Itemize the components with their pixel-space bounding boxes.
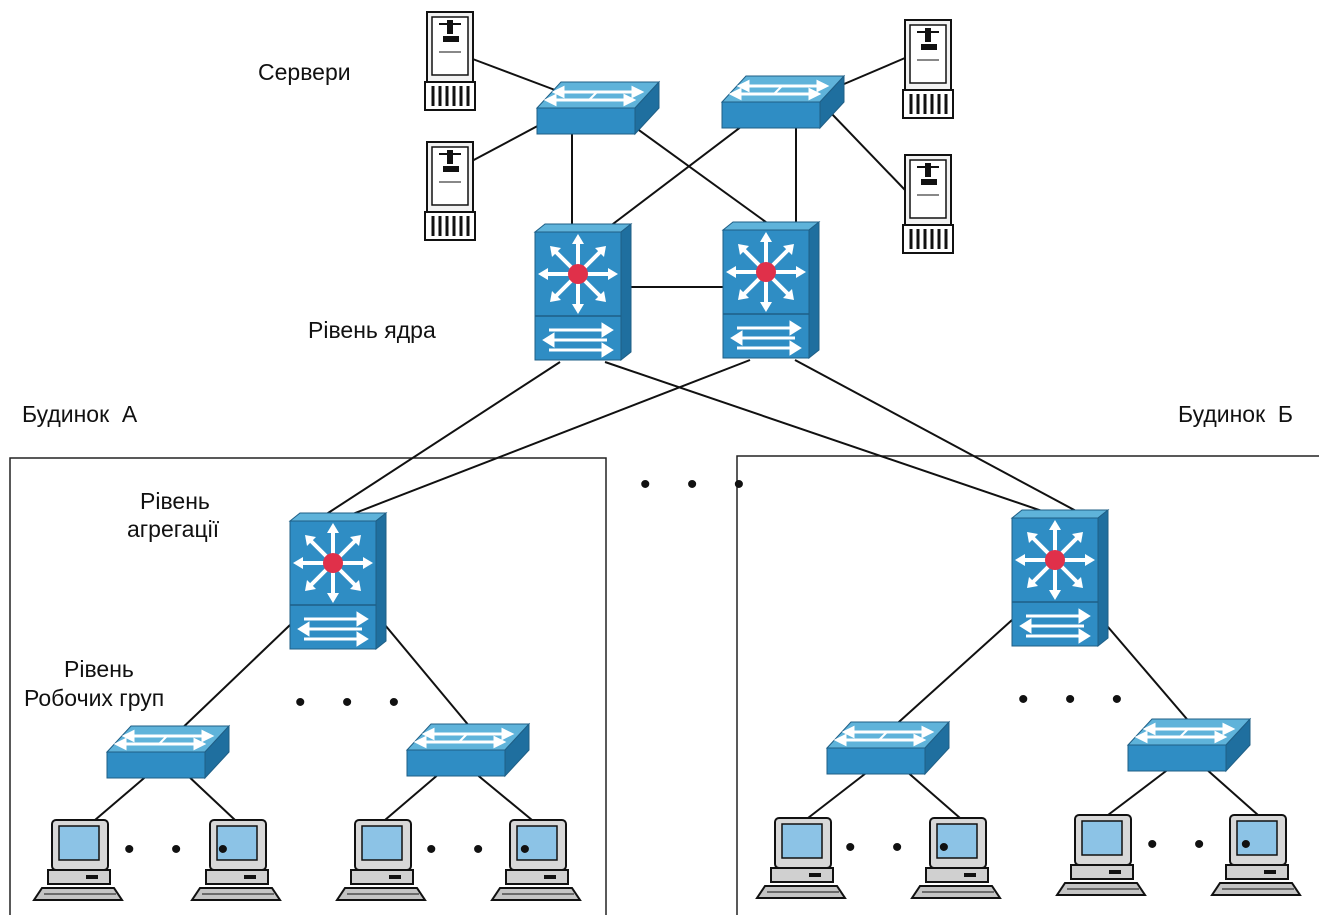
ellipsis-pcs-b2: • • • <box>1147 828 1266 861</box>
pc-icon <box>1056 814 1146 896</box>
pc-icon <box>336 819 426 901</box>
workgroup-switch-icon <box>405 722 531 778</box>
building-b-label: Будинок Б <box>1178 401 1294 427</box>
ellipsis-switches-a: • • • <box>295 686 414 719</box>
core-switch-icon <box>533 222 633 362</box>
server-icon <box>423 10 477 112</box>
ellipsis-pcs-b1: • • • <box>845 831 964 864</box>
workgroup-switch-icon <box>825 720 951 776</box>
ellipsis-pcs-a2: • • • <box>426 833 545 866</box>
core-switch-icon <box>721 220 821 360</box>
aggregation-level-label-line1: Рівень <box>140 488 210 514</box>
workgroup-level-label-line2: Робочих груп <box>24 685 165 711</box>
building-b-frame <box>736 455 1319 915</box>
core-level-label: Рівень ядра <box>308 317 436 343</box>
network-links <box>94 57 1259 821</box>
ellipsis-pcs-a1: • • • <box>124 833 243 866</box>
aggregation-level-label-line2: агрегації <box>127 516 220 542</box>
workgroup-switch-icon <box>105 724 231 780</box>
servers-label: Сервери <box>258 59 351 85</box>
aggregation-switch-icon <box>288 511 388 651</box>
server-switch-icon <box>535 80 661 136</box>
server-icon <box>423 140 477 242</box>
building-a-frame <box>9 457 607 915</box>
ellipsis-buildings: • • • <box>640 468 759 501</box>
pc-icon <box>756 817 846 899</box>
workgroup-switch-icon <box>1126 717 1252 773</box>
pc-icon <box>33 819 123 901</box>
building-a-label: Будинок А <box>22 401 138 427</box>
server-icon <box>901 18 955 120</box>
ellipsis-switches-b: • • • <box>1018 683 1137 716</box>
server-switch-icon <box>720 74 846 130</box>
workgroup-level-label-line1: Рівень <box>64 656 134 682</box>
server-icon <box>901 153 955 255</box>
aggregation-switch-icon <box>1010 508 1110 648</box>
